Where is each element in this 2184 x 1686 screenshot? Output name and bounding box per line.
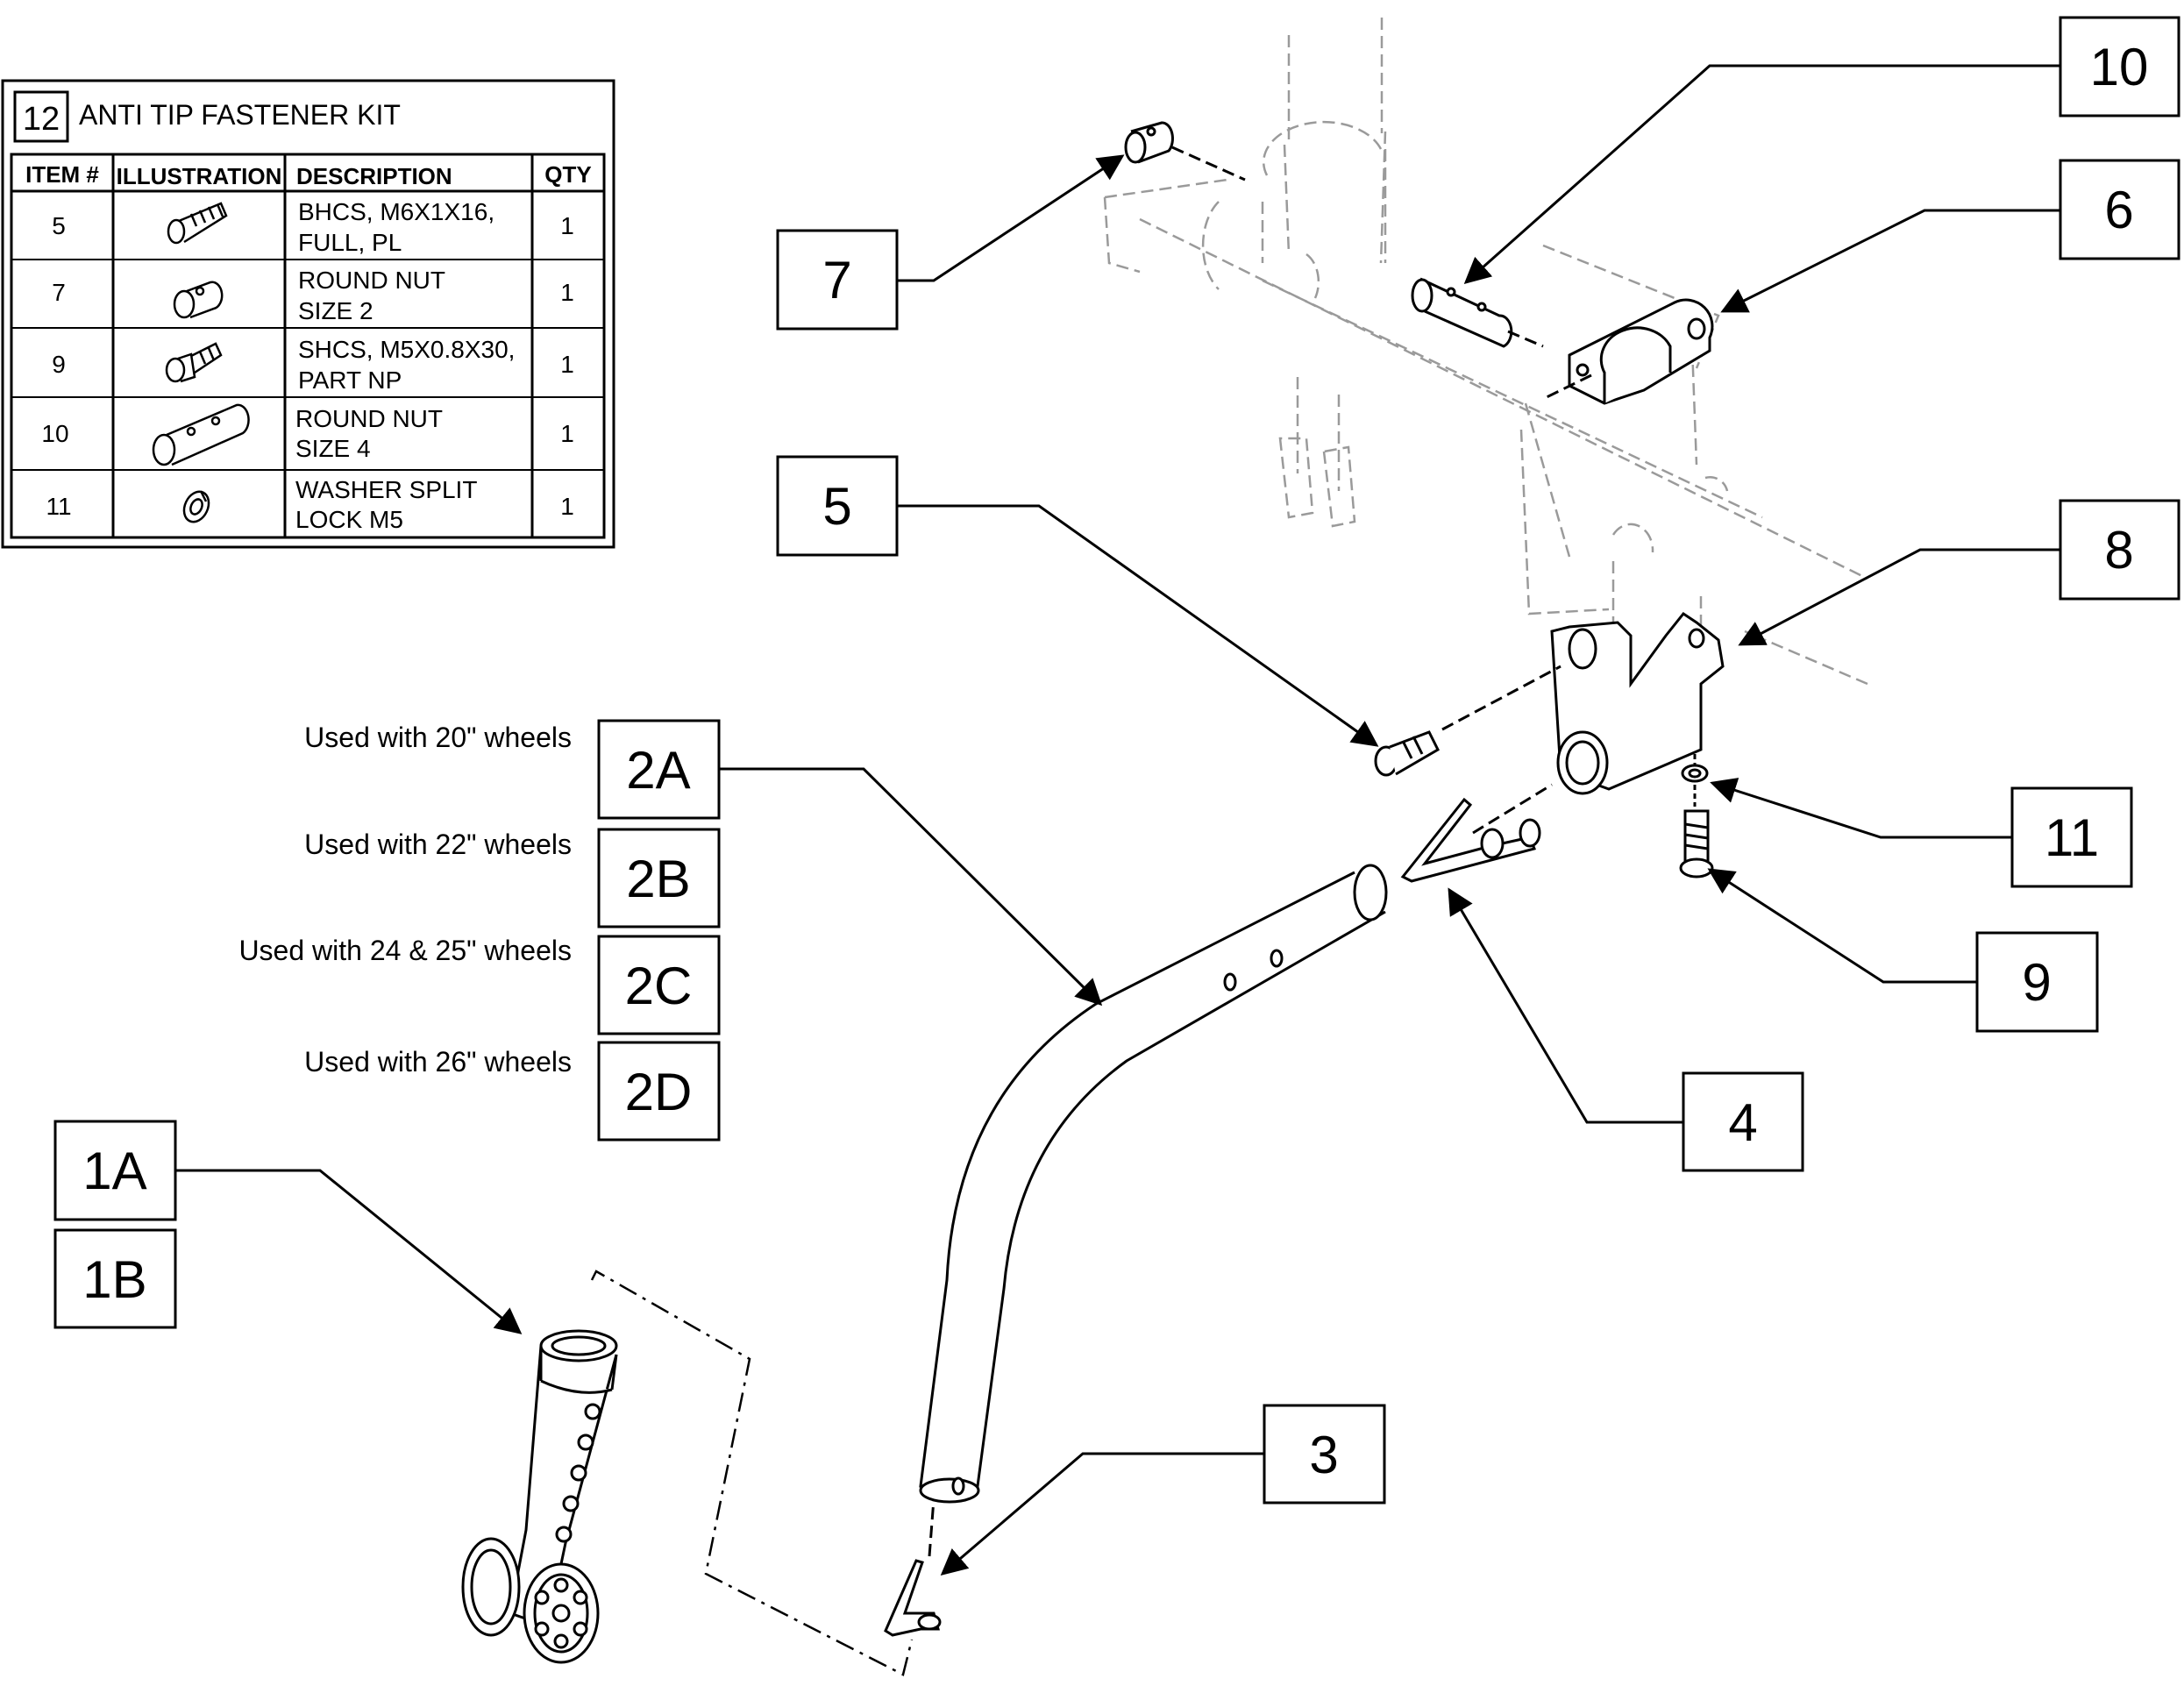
callout-11: 11 bbox=[2045, 808, 2099, 867]
callout-box bbox=[1263, 1404, 1386, 1505]
callout-2a: 2A bbox=[626, 741, 690, 800]
callout-box bbox=[776, 229, 899, 331]
header-description: DESCRIPTION bbox=[296, 163, 452, 189]
callout-2d: 2D bbox=[625, 1063, 693, 1121]
callout-7: 7 bbox=[822, 251, 851, 309]
callout-6: 6 bbox=[2104, 181, 2133, 239]
assembly-guide-line bbox=[590, 1270, 914, 1676]
header-item: ITEM # bbox=[25, 161, 99, 188]
note-2b: Used with 22" wheels bbox=[304, 829, 572, 860]
kit-row-desc-line1: BHCS, M6X1X16, bbox=[298, 198, 494, 225]
callout-2c: 2C bbox=[625, 957, 693, 1015]
kit-row-qty: 1 bbox=[560, 351, 574, 378]
callout-box bbox=[597, 719, 721, 820]
kit-row-item: 11 bbox=[46, 493, 71, 520]
washer-11-part bbox=[1681, 754, 1709, 807]
kit-number: 12 bbox=[23, 101, 60, 138]
lock-pin-3-part bbox=[884, 1498, 942, 1637]
anti-tip-tube-2-part bbox=[919, 864, 1388, 1504]
kit-row-qty: 1 bbox=[560, 279, 574, 306]
callout-box bbox=[2010, 786, 2133, 888]
kit-row-item: 10 bbox=[41, 420, 68, 447]
callout-box bbox=[2059, 16, 2180, 117]
screw-5-part bbox=[1374, 665, 1562, 777]
button-head-screw-icon bbox=[167, 202, 228, 245]
round-nut-10-part bbox=[1411, 277, 1544, 348]
callout-4: 4 bbox=[1728, 1093, 1757, 1152]
split-washer-icon bbox=[182, 490, 210, 523]
round-nut-icon bbox=[173, 281, 224, 319]
round-nut-7-part bbox=[1124, 121, 1246, 181]
solid-parts bbox=[461, 121, 1725, 1676]
callout-box bbox=[53, 1228, 177, 1329]
kit-row-qty: 1 bbox=[560, 212, 574, 239]
callout-1a: 1A bbox=[82, 1142, 146, 1200]
kit-number-box bbox=[13, 90, 69, 143]
kit-row-qty: 1 bbox=[560, 493, 574, 520]
kit-row-qty: 1 bbox=[560, 420, 574, 447]
kit-row-desc-line2: FULL, PL bbox=[298, 229, 402, 256]
clamp-8-part bbox=[1550, 611, 1725, 795]
kit-title: ANTI TIP FASTENER KIT bbox=[79, 99, 401, 131]
callout-2b: 2B bbox=[626, 850, 690, 908]
callout-8: 8 bbox=[2104, 521, 2133, 580]
clamp-6-part bbox=[1542, 298, 1714, 405]
callout-3: 3 bbox=[1309, 1426, 1338, 1484]
callout-box bbox=[776, 455, 899, 557]
callout-box bbox=[597, 1041, 721, 1142]
kit-row-desc-line1: ROUND NUT bbox=[298, 267, 445, 294]
kit-row-desc-line1: SHCS, M5X0.8X30, bbox=[298, 336, 515, 363]
callout-box bbox=[2059, 159, 2180, 260]
kit-row-desc-line1: WASHER SPLIT bbox=[295, 476, 477, 503]
note-2c: Used with 24 & 25" wheels bbox=[238, 935, 572, 966]
long-round-nut-icon bbox=[152, 403, 250, 466]
callout-box bbox=[1975, 931, 2099, 1033]
kit-row-desc-line2: SIZE 2 bbox=[298, 297, 373, 324]
callout-1b: 1B bbox=[82, 1250, 146, 1309]
ghost-frame-parts bbox=[1103, 18, 1868, 686]
note-2a: Used with 20" wheels bbox=[304, 722, 572, 753]
callout-leaders bbox=[175, 64, 2060, 1576]
callout-5: 5 bbox=[822, 477, 851, 536]
callout-9: 9 bbox=[2022, 953, 2051, 1012]
kit-row-desc-line1: ROUND NUT bbox=[295, 405, 443, 432]
callout-box bbox=[1682, 1071, 1804, 1172]
kit-row-item: 7 bbox=[52, 279, 66, 306]
kit-row-desc-line2: PART NP bbox=[298, 366, 402, 394]
kit-row-desc-line2: LOCK M5 bbox=[295, 506, 403, 533]
kit-row-item: 9 bbox=[52, 351, 66, 378]
lock-pin-4-part bbox=[1400, 783, 1553, 883]
callout-boxes: 10 6 7 5 8 2A Used with 20" wheels 2B Us… bbox=[53, 16, 2180, 1505]
socket-head-screw-icon bbox=[165, 342, 223, 383]
fastener-kit-table: 12 ANTI TIP FASTENER KIT ITEM # ILLUSTRA… bbox=[1, 79, 615, 549]
header-qty: QTY bbox=[544, 161, 591, 188]
callout-box bbox=[597, 935, 721, 1035]
kit-row-item: 5 bbox=[52, 212, 66, 239]
callout-box bbox=[53, 1120, 177, 1221]
note-2d: Used with 26" wheels bbox=[304, 1046, 572, 1078]
callout-10: 10 bbox=[2090, 38, 2149, 96]
kit-row-desc-line2: SIZE 4 bbox=[295, 435, 371, 462]
header-illustration: ILLUSTRATION bbox=[117, 163, 282, 189]
screw-9-part bbox=[1679, 809, 1714, 879]
callout-box bbox=[597, 828, 721, 928]
anti-tip-caster-1-part bbox=[461, 1329, 618, 1664]
callout-box bbox=[2059, 499, 2180, 601]
